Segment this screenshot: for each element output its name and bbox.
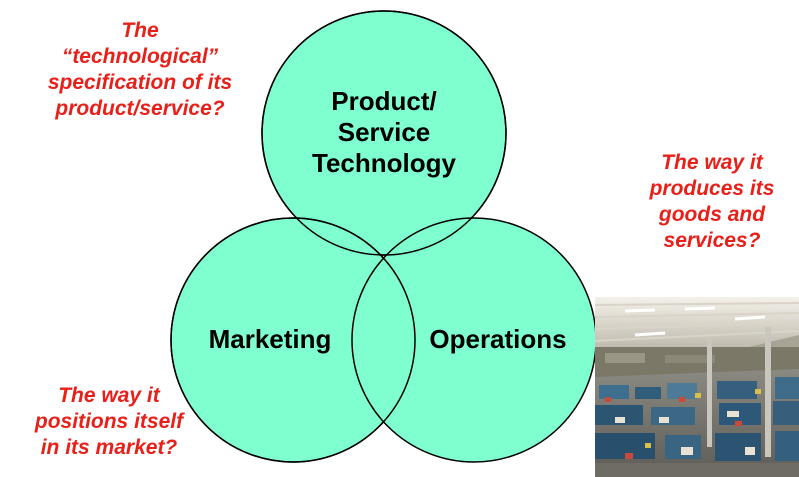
annotation-line: The [121, 19, 159, 42]
annotation-production: The way it produces its goods and servic… [630, 150, 794, 254]
factory-floor-photo [595, 297, 799, 477]
label-product-line-2: Service [338, 117, 431, 147]
factory-photo-icon [595, 297, 799, 477]
annotation-line: product/service? [55, 97, 225, 120]
circle-product-outline [261, 10, 507, 256]
annotation-line: specification of its [47, 71, 233, 94]
circle-marketing-outline [170, 217, 416, 463]
annotation-line: positions itself [34, 410, 184, 433]
label-marketing: Marketing [209, 324, 332, 354]
annotation-line: services? [663, 229, 761, 252]
label-product-line-3: Technology [312, 148, 457, 178]
annotation-line: The way it [58, 384, 160, 407]
annotation-line: produces its [649, 177, 775, 200]
label-operations: Operations [429, 324, 566, 354]
annotation-line: “technological” [61, 45, 219, 68]
annotation-market-position: The way it positions itself in its marke… [0, 383, 218, 461]
annotation-technological-specification: The “technological” specification of its… [22, 18, 258, 122]
label-product-line-1: Product/ [331, 86, 436, 116]
annotation-line: The way it [661, 151, 763, 174]
annotation-line: goods and [658, 203, 766, 226]
annotation-line: in its market? [40, 436, 178, 459]
